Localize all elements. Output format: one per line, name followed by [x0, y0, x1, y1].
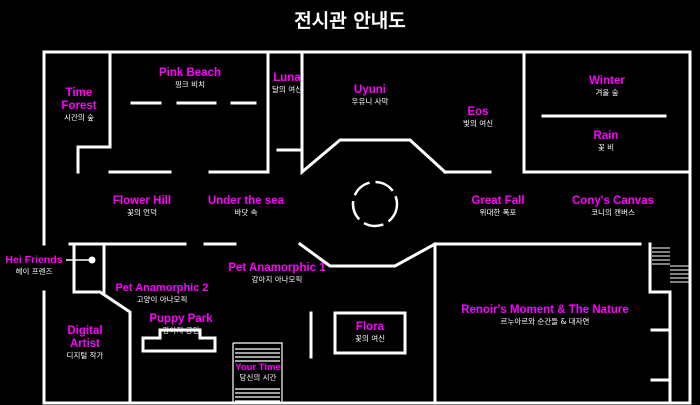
room-sublabel: 꽃의 언덕	[127, 208, 157, 217]
room-sublabel: 바닷 속	[234, 208, 258, 217]
room-label: Flora	[355, 321, 385, 333]
room-under-the-sea[interactable]: Under the sea 바닷 속	[208, 195, 284, 218]
room-label: Digital Artist	[67, 325, 103, 350]
wall-center-north	[300, 138, 448, 176]
room-sublabel: 위대한 폭포	[479, 208, 517, 217]
room-sublabel: 당신의 시간	[239, 373, 277, 382]
room-label: Under the sea	[207, 195, 285, 207]
room-sublabel: 핑크 비치	[175, 80, 205, 89]
room-sublabel: 디지털 작가	[66, 351, 104, 360]
room-sublabel: 우유니 사막	[351, 97, 389, 106]
wall-right-door	[650, 328, 670, 382]
right-stairs	[652, 247, 690, 283]
room-sublabel: 강아지 아나모픽	[251, 275, 303, 284]
map-title: 전시관 안내도	[294, 10, 406, 32]
room-label: Cony's Canvas	[572, 195, 654, 207]
room-great-fall[interactable]: Great Fall 위대한 폭포	[471, 195, 524, 218]
room-label: Eos	[467, 106, 489, 118]
wall-center-south	[203, 241, 438, 268]
room-pink-beach[interactable]: Pink Beach 핑크 비치	[159, 67, 221, 90]
room-label: Time Forest	[61, 87, 97, 112]
room-pet-anamorphic-2[interactable]: Pet Anamorphic 2 고양이 아나모픽	[115, 282, 208, 305]
room-uyuni[interactable]: Uyuni 우유니 사막	[352, 84, 389, 107]
room-your-time[interactable]: Your Time 당신의 시간	[235, 362, 281, 383]
room-hei-friends[interactable]: Hei Friends 헤이 프렌즈	[5, 254, 62, 277]
room-sublabel: 헤이 프렌즈	[15, 267, 53, 276]
room-sublabel: 고양이 아나모픽	[136, 295, 188, 304]
wall-hei-box	[72, 242, 106, 294]
room-label: Pet Anamorphic 2	[115, 282, 209, 294]
room-label: Great Fall	[471, 195, 525, 207]
room-luna[interactable]: Luna 달의 여신	[272, 72, 302, 95]
wall-digital-top	[72, 290, 132, 405]
room-label: Winter	[589, 75, 625, 87]
wall-right-stair-box	[648, 242, 672, 405]
room-label: Puppy Park	[149, 313, 213, 325]
room-sublabel: 꽃 비	[597, 143, 615, 152]
room-label: Hei Friends	[5, 254, 63, 266]
center-circle	[351, 180, 399, 228]
room-sublabel: 꽃의 여신	[355, 334, 385, 343]
room-label: Rain	[593, 130, 619, 142]
room-pet-anamorphic-1[interactable]: Pet Anamorphic 1 강아지 아나모픽	[228, 262, 325, 285]
your-time-stairs	[232, 342, 283, 403]
room-eos[interactable]: Eos 빛의 여신	[463, 106, 493, 129]
room-sublabel: 강아지 공원	[162, 326, 200, 335]
room-label: Flower Hill	[112, 195, 172, 207]
room-flora[interactable]: Flora 꽃의 여신	[355, 321, 385, 344]
room-sublabel: 시간의 숲	[64, 113, 94, 122]
room-time-forest[interactable]: Time Forest 시간의 숲	[61, 87, 96, 123]
room-label: Renoir's Moment & The Nature	[461, 304, 629, 316]
room-renoirs-moment[interactable]: Renoir's Moment & The Nature 르누아르와 순간들 &…	[461, 304, 629, 327]
wall-puppy-platform	[141, 328, 217, 353]
room-puppy-park[interactable]: Puppy Park 강아지 공원	[149, 313, 212, 336]
room-digital-artist[interactable]: Digital Artist 디지털 작가	[67, 325, 104, 361]
hei-friends-marker	[88, 256, 96, 264]
room-flower-hill[interactable]: Flower Hill 꽃의 언덕	[113, 195, 171, 218]
room-winter[interactable]: Winter 겨울 숲	[589, 75, 625, 98]
room-rain[interactable]: Rain 꽃 비	[594, 130, 619, 153]
room-sublabel: 코니의 캔버스	[591, 208, 635, 217]
room-sublabel: 빛의 여신	[463, 119, 493, 128]
room-sublabel: 달의 여신	[272, 85, 302, 94]
room-label: Luna	[273, 72, 301, 84]
room-label: Pet Anamorphic 1	[228, 262, 326, 274]
room-label: Your Time	[235, 362, 281, 373]
room-conys-canvas[interactable]: Cony's Canvas 코니의 캔버스	[572, 195, 654, 218]
room-label: Pink Beach	[159, 67, 221, 79]
room-sublabel: 겨울 숲	[595, 88, 619, 97]
room-label: Uyuni	[354, 84, 386, 96]
wall-flora-box	[333, 311, 407, 355]
room-sublabel: 르누아르와 순간들 & 대자연	[500, 317, 590, 326]
